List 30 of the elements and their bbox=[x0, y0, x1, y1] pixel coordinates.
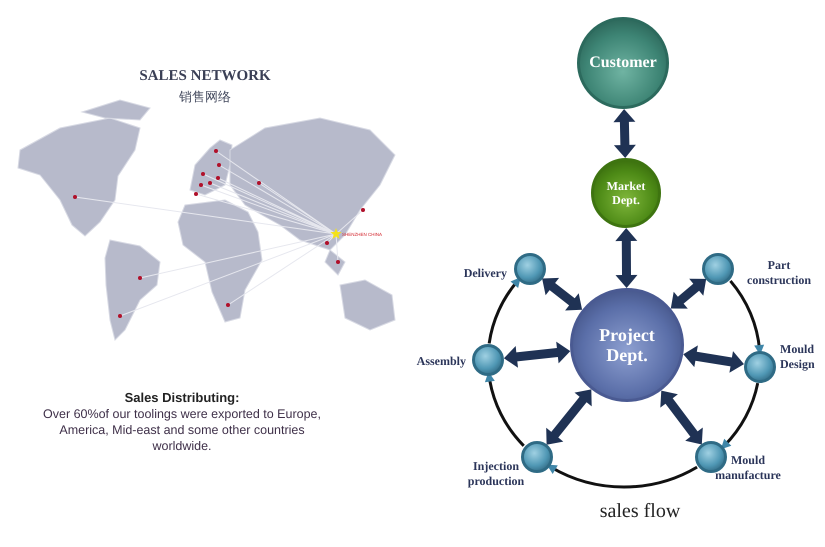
step-label: Delivery bbox=[464, 266, 507, 280]
department-circle: Project Dept. bbox=[570, 288, 684, 402]
arrow bbox=[488, 277, 521, 344]
double-arrow bbox=[615, 228, 638, 288]
double-arrow bbox=[542, 278, 582, 310]
step-label: Mould Design bbox=[780, 342, 816, 372]
department-circle: Customer bbox=[577, 17, 669, 109]
description-text: Over 60%of our toolings were exported to Europe, America, Mid-east and some other countries worldwide. bbox=[42, 406, 322, 454]
heading: SALES NETWORK bbox=[138, 68, 272, 85]
double-arrow bbox=[613, 109, 636, 158]
step-circle bbox=[472, 344, 504, 376]
heading: Sales Distributing: bbox=[124, 390, 240, 405]
double-arrow bbox=[670, 278, 706, 309]
caption: sales flow bbox=[598, 500, 682, 523]
heading: 销售网络 bbox=[178, 89, 232, 106]
step-label: Mould manufacture bbox=[714, 453, 782, 483]
department-circle: Market Dept. bbox=[591, 158, 661, 228]
step-label: Part construction bbox=[746, 258, 812, 288]
step-label: Injection production bbox=[466, 459, 526, 489]
double-arrow bbox=[683, 345, 744, 373]
step-circle bbox=[514, 252, 546, 285]
double-arrow bbox=[660, 390, 703, 444]
step-circle bbox=[702, 252, 734, 285]
double-arrow bbox=[504, 342, 570, 368]
step-circle bbox=[520, 441, 553, 474]
arrow bbox=[720, 382, 760, 450]
double-arrow bbox=[546, 389, 592, 445]
step-label: Assembly bbox=[416, 354, 466, 368]
arrow bbox=[546, 464, 698, 488]
step-circle bbox=[744, 350, 776, 383]
